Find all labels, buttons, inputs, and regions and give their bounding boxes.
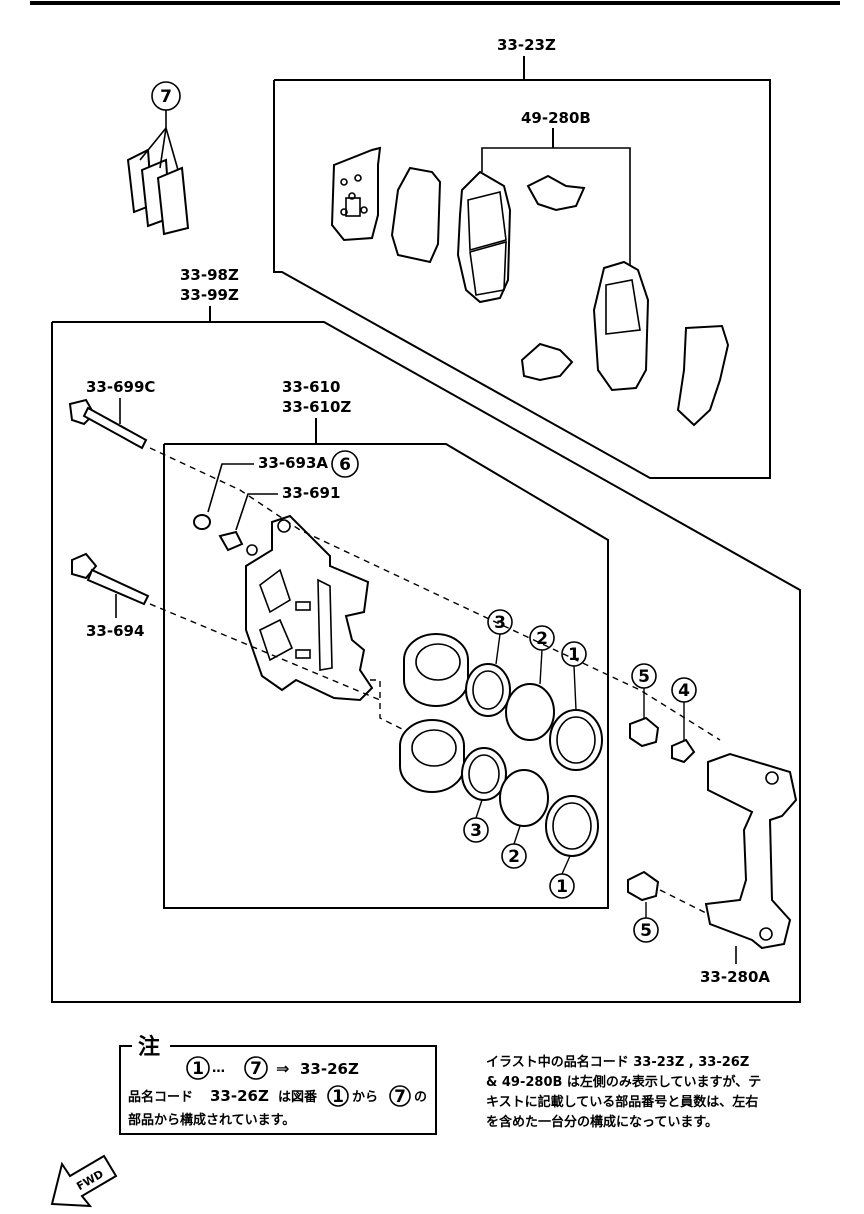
piston-ring-2-lower bbox=[499, 769, 549, 827]
note-kit-code: 33-26Z bbox=[300, 1060, 359, 1078]
shim-plate-outer bbox=[676, 324, 730, 427]
side-note-line4: を含めた一台分の構成になっています。 bbox=[486, 1114, 718, 1130]
callout-1-lower: 1 bbox=[556, 877, 568, 897]
box-33-98z bbox=[51, 321, 801, 1003]
note-line2-to: 7 bbox=[394, 1087, 406, 1107]
side-note-line3: キストに記載している部品番号と員数は、左右 bbox=[486, 1094, 758, 1110]
note-line3: 部品から構成されています。 bbox=[128, 1112, 295, 1128]
bushing-5-lower bbox=[627, 870, 660, 902]
callout-3-upper: 3 bbox=[494, 613, 506, 633]
leader-1-upper bbox=[573, 665, 577, 711]
leader-33-691 bbox=[235, 493, 278, 531]
brake-pad-outer bbox=[592, 260, 650, 392]
leader-2-lower bbox=[513, 825, 521, 845]
side-note-line1: イラスト中の品名コード 33-23Z , 33-26Z bbox=[486, 1054, 749, 1070]
bushing-5-upper bbox=[629, 716, 660, 748]
mounting-support-bracket bbox=[704, 752, 798, 950]
sleeve-4 bbox=[671, 738, 696, 764]
label-33-691: 33-691 bbox=[282, 484, 340, 502]
anti-rattle-clip-lower bbox=[520, 342, 574, 382]
dust-boot-1-upper-inner bbox=[556, 716, 596, 764]
label-33-694: 33-694 bbox=[86, 622, 144, 640]
note-arrow: ⇒ bbox=[276, 1059, 289, 1078]
callout-6: 6 bbox=[339, 455, 351, 475]
dashed-axis-upper bbox=[149, 447, 721, 741]
label-33-610z: 33-610Z bbox=[282, 398, 351, 416]
note-range-end: 7 bbox=[250, 1059, 262, 1079]
note-line2-kara: から bbox=[352, 1090, 378, 1105]
leader-1-lower bbox=[561, 855, 571, 875]
piston-seal-3-lower-inner bbox=[468, 754, 500, 794]
side-note-line2: & 49-280B は左側のみ表示していますが、テ bbox=[486, 1074, 761, 1090]
note-line2-no: の bbox=[414, 1090, 427, 1105]
note-box bbox=[119, 1045, 437, 1135]
anti-rattle-clip-upper bbox=[526, 174, 586, 212]
note-line2-circle-from bbox=[327, 1085, 349, 1107]
callout-4: 4 bbox=[678, 681, 690, 701]
note-line2-code: 33-26Z bbox=[210, 1087, 269, 1105]
piston-lower bbox=[399, 719, 465, 793]
note-heading: 注 bbox=[138, 1034, 160, 1060]
leader-33-693a bbox=[207, 463, 254, 513]
note-line2-from: 1 bbox=[332, 1087, 344, 1107]
note-line2-mid: は図番 bbox=[278, 1089, 318, 1105]
dashed-axis-lower bbox=[149, 603, 381, 701]
callout-5-lower: 5 bbox=[640, 921, 652, 941]
bleeder-screw bbox=[218, 530, 244, 552]
shim-plate-inner bbox=[330, 146, 382, 242]
guide-pin-694 bbox=[71, 552, 150, 606]
note-circle-7 bbox=[244, 1056, 268, 1080]
box-33-23z bbox=[273, 79, 771, 479]
dashed-axis-bottom bbox=[659, 889, 713, 917]
note-range-start: 1 bbox=[192, 1059, 204, 1079]
guide-pin-699c bbox=[68, 398, 148, 450]
note-line2-circle-to bbox=[389, 1085, 411, 1107]
label-33-99z: 33-99Z bbox=[180, 286, 239, 304]
caliper-body bbox=[245, 514, 374, 702]
label-49-280b: 49-280B bbox=[521, 109, 591, 127]
callout-7: 7 bbox=[160, 87, 172, 107]
leader-3-upper bbox=[495, 633, 501, 665]
dust-boot-1-lower-inner bbox=[552, 802, 592, 850]
bracket-49-280b bbox=[481, 147, 631, 268]
dashed-axis-piston bbox=[370, 679, 405, 731]
leader-3-lower bbox=[475, 799, 483, 819]
label-33-280a: 33-280A bbox=[700, 968, 770, 986]
piston-upper bbox=[403, 633, 469, 707]
label-33-699c: 33-699C bbox=[86, 378, 155, 396]
callout-2-upper: 2 bbox=[536, 629, 548, 649]
note-ellipsis: … bbox=[212, 1061, 225, 1076]
callout-1-upper: 1 bbox=[568, 645, 580, 665]
label-33-693a: 33-693A bbox=[258, 454, 328, 472]
note-circle-1 bbox=[186, 1056, 210, 1080]
callout-6-circle bbox=[331, 450, 359, 478]
leader-2-upper bbox=[539, 649, 543, 685]
bleeder-cap bbox=[193, 514, 211, 530]
label-33-23z: 33-23Z bbox=[497, 36, 556, 54]
label-33-98z: 33-98Z bbox=[180, 266, 239, 284]
brake-pad-inner bbox=[456, 170, 512, 304]
callout-3-lower: 3 bbox=[470, 821, 482, 841]
shim-plate-2 bbox=[390, 166, 442, 264]
seal-kit-packages bbox=[126, 127, 190, 236]
piston-seal-3-upper-inner bbox=[472, 670, 504, 710]
callout-2-lower: 2 bbox=[508, 847, 520, 867]
note-line2-prefix: 品名コード bbox=[128, 1089, 193, 1105]
callout-5-lower-circle bbox=[633, 917, 659, 943]
label-33-610: 33-610 bbox=[282, 378, 340, 396]
box-33-610 bbox=[163, 443, 609, 909]
piston-ring-2-upper bbox=[505, 683, 555, 741]
dust-boot-1-lower bbox=[545, 795, 599, 857]
callout-5-upper: 5 bbox=[638, 667, 650, 687]
fwd-arrow-icon: FWD bbox=[50, 1154, 118, 1208]
